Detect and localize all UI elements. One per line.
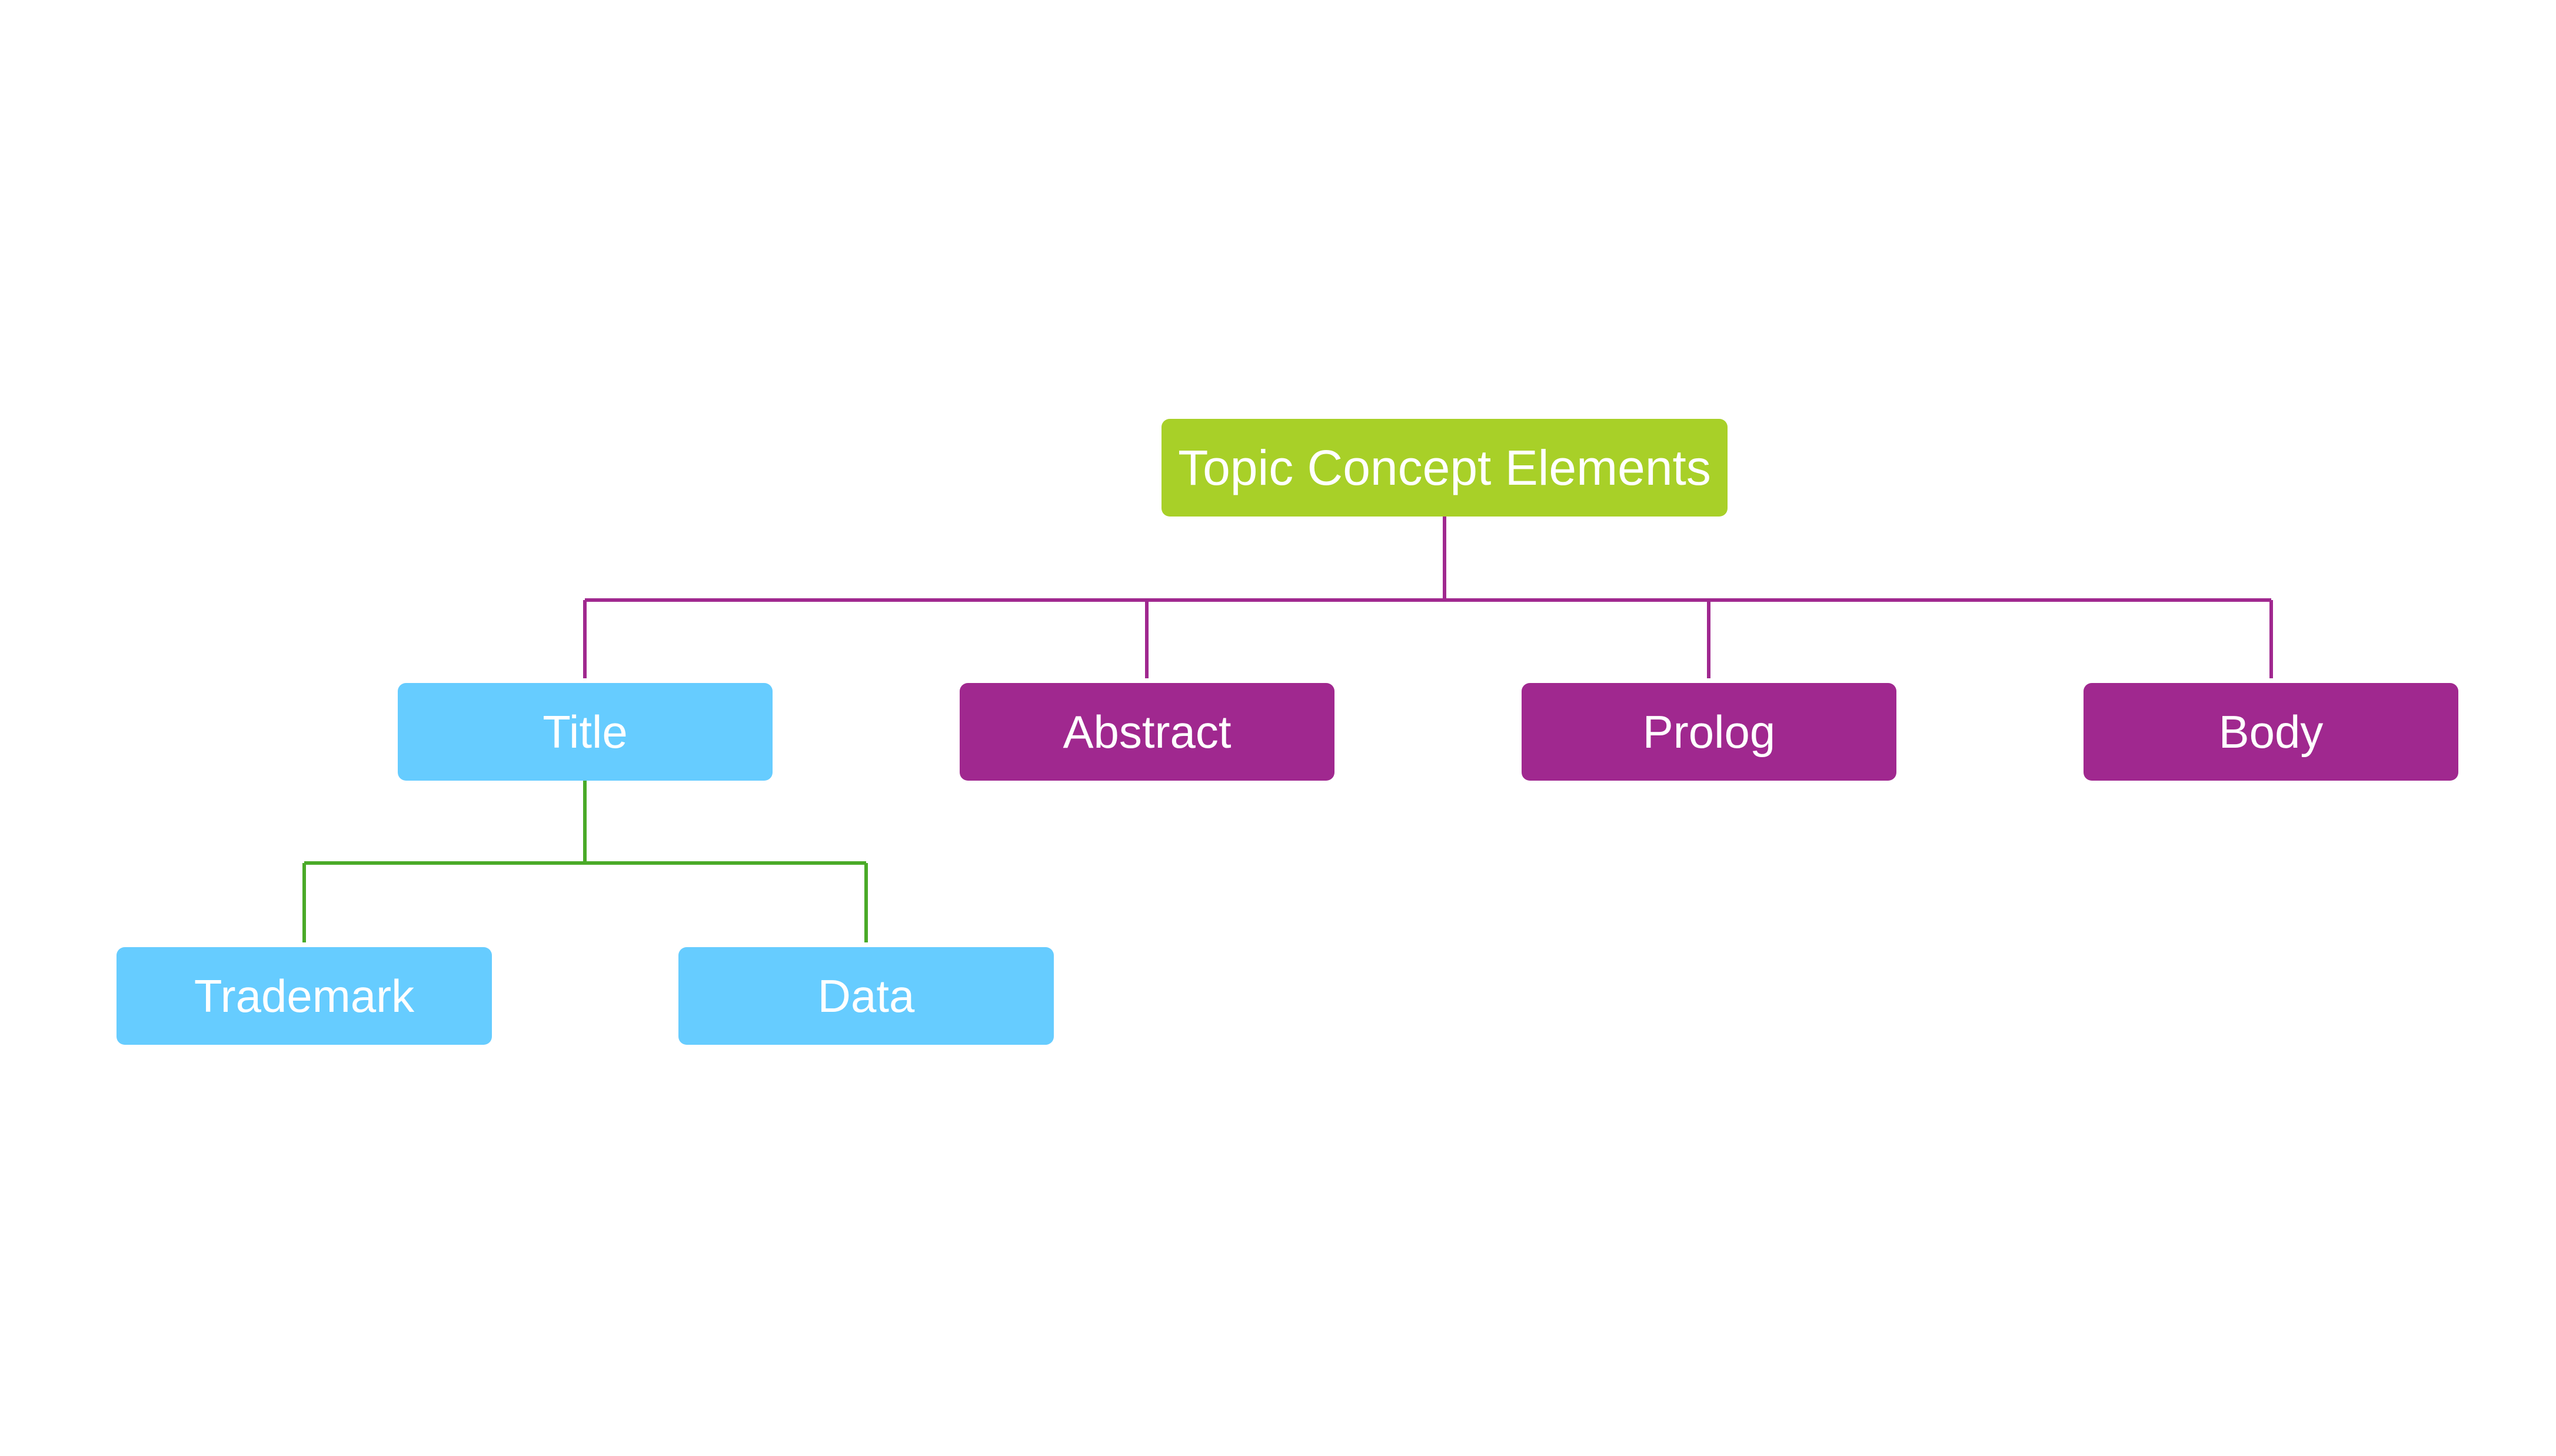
node-prolog[interactable]: Prolog: [1522, 683, 1896, 781]
node-title-label: Title: [543, 706, 628, 758]
node-data-label: Data: [817, 970, 915, 1022]
node-data[interactable]: Data: [678, 947, 1054, 1045]
node-title[interactable]: Title: [398, 683, 773, 781]
root-node-topic-concept-elements[interactable]: Topic Concept Elements: [1161, 419, 1728, 517]
node-body[interactable]: Body: [2084, 683, 2458, 781]
node-abstract-label: Abstract: [1063, 706, 1232, 758]
root-connector-group: [583, 517, 2273, 678]
title-connector-group: [302, 781, 868, 942]
node-abstract[interactable]: Abstract: [960, 683, 1334, 781]
node-trademark[interactable]: Trademark: [117, 947, 492, 1045]
node-trademark-label: Trademark: [194, 970, 415, 1022]
node-prolog-label: Prolog: [1642, 706, 1776, 758]
root-node-label: Topic Concept Elements: [1178, 440, 1711, 495]
node-body-label: Body: [2218, 706, 2324, 758]
